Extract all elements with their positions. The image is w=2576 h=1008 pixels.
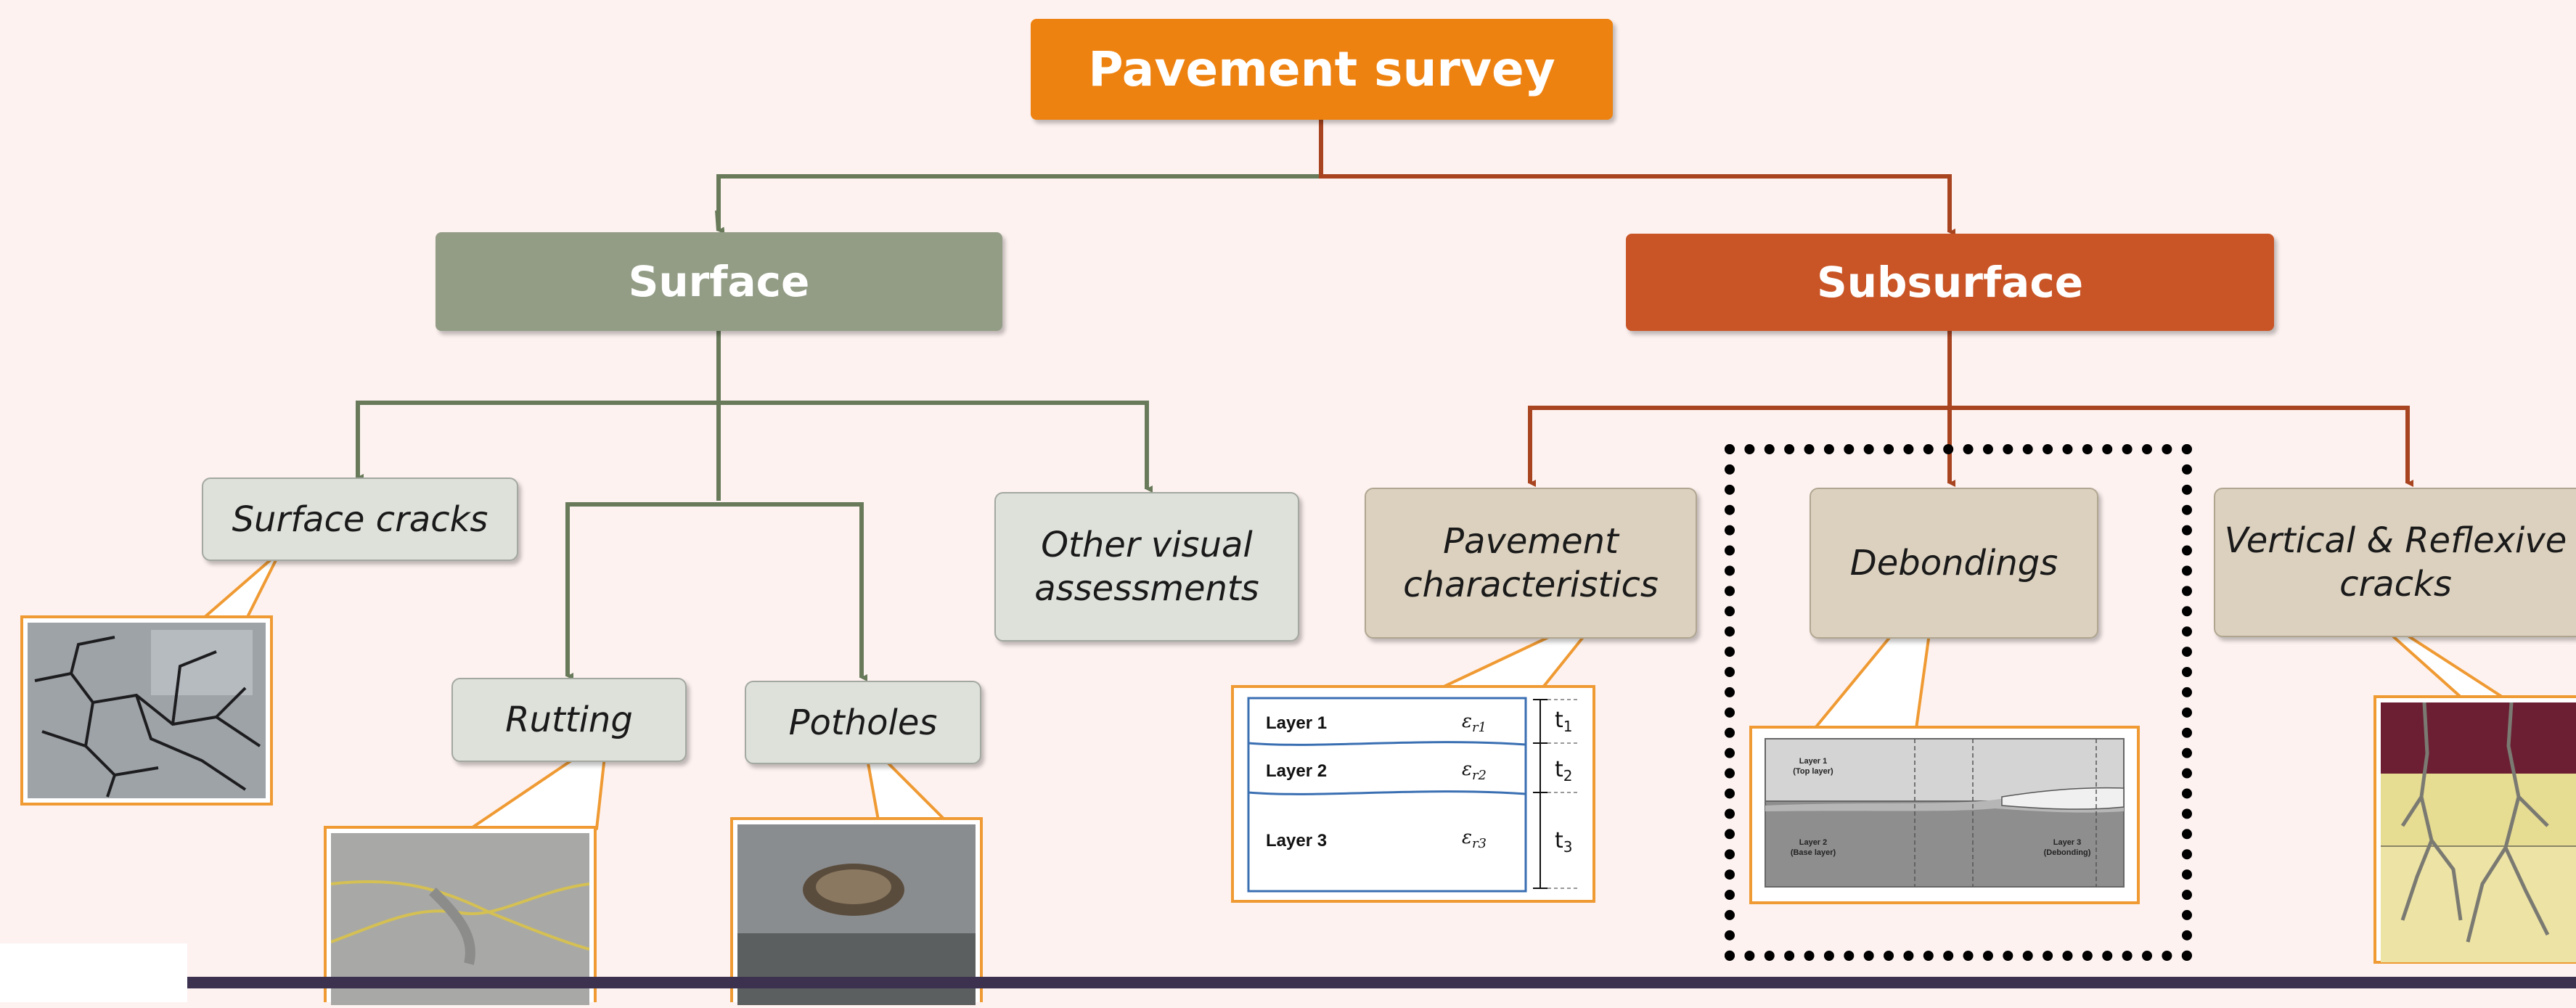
thickness-2: t (1555, 757, 1563, 782)
debond-top-label: Layer 1 (1799, 757, 1828, 766)
svg-text:t2: t2 (1555, 757, 1573, 784)
strain-3-sub: r3 (1472, 836, 1487, 851)
debond-right-sublabel: (Debonding) (2044, 848, 2091, 857)
rutting-photo (324, 826, 597, 1005)
vertical-cracks-line1: Vertical & Reflexive (2224, 520, 2567, 561)
layer-3-label: Layer 3 (1266, 831, 1327, 851)
pavement-characteristics-line1: Pavement (1443, 521, 1619, 562)
thickness-1-sub: 1 (1563, 718, 1573, 735)
debondings-node: Debondings (1810, 488, 2098, 639)
surface-node: Surface (436, 232, 1002, 331)
svg-text:εr1: εr1 (1462, 710, 1487, 735)
footer-blank-tab (0, 943, 187, 1002)
strain-2-sub: r2 (1472, 768, 1487, 783)
other-visual-assessments-node: Other visual assessments (994, 492, 1299, 642)
debond-base-sublabel: (Base layer) (1791, 848, 1836, 857)
potholes-label: Potholes (788, 702, 938, 743)
debondings-highlight-frame (1725, 444, 2192, 961)
layer-2-label: Layer 2 (1266, 761, 1327, 781)
debonding-figure: Layer 1 (Top layer) Layer 2 (Base layer)… (1749, 726, 2140, 904)
connector-root-subsurface (1319, 120, 1952, 232)
thickness-1: t (1555, 708, 1563, 733)
layers-diagram: Layer 1 Layer 2 Layer 3 εr1 εr2 εr3 t1 t… (1247, 697, 1579, 893)
debond-top-sublabel: (Top layer) (1793, 767, 1833, 776)
strain-3: ε (1462, 827, 1472, 848)
vertical-cracks-line2: cracks (2339, 564, 2452, 605)
strain-2: ε (1462, 758, 1472, 780)
surface-cracks-node: Surface cracks (202, 478, 518, 561)
potholes-photo (730, 817, 983, 1005)
vertical-cracks-diagram (2381, 702, 2576, 962)
svg-text:εr3: εr3 (1462, 827, 1487, 851)
vertical-cracks-figure (2373, 695, 2576, 964)
pavement-survey-node: Pavement survey (1031, 19, 1613, 120)
potholes-node: Potholes (745, 681, 981, 764)
pavement-characteristics-line2: characteristics (1403, 565, 1659, 605)
rutting-image (330, 833, 590, 1005)
strain-1: ε (1462, 710, 1472, 732)
cracked-asphalt-image (28, 623, 266, 798)
thickness-2-sub: 2 (1563, 767, 1573, 784)
pavement-layers-figure: Layer 1 Layer 2 Layer 3 εr1 εr2 εr3 t1 t… (1231, 685, 1595, 903)
rutting-node: Rutting (451, 678, 687, 762)
svg-text:t3: t3 (1555, 828, 1573, 856)
strain-1-sub: r1 (1472, 720, 1487, 735)
thickness-3: t (1555, 828, 1563, 853)
debond-base-label: Layer 2 (1799, 838, 1828, 847)
other-visual-line1: Other visual (1041, 525, 1253, 565)
pavement-survey-label: Pavement survey (1088, 41, 1555, 97)
debonding-diagram: Layer 1 (Top layer) Layer 2 (Base layer)… (1765, 738, 2125, 888)
layer-1-label: Layer 1 (1266, 713, 1327, 733)
pavement-characteristics-node: Pavement characteristics (1365, 488, 1697, 639)
surface-cracks-label: Surface cracks (232, 499, 488, 540)
surface-label: Surface (628, 257, 810, 306)
debondings-label: Debondings (1849, 543, 2058, 583)
pothole-image (737, 824, 976, 1005)
subsurface-node: Subsurface (1626, 234, 2274, 331)
svg-text:t1: t1 (1555, 708, 1573, 735)
subsurface-label: Subsurface (1816, 258, 2084, 307)
svg-text:εr2: εr2 (1462, 758, 1487, 783)
thickness-3-sub: 3 (1563, 838, 1573, 856)
debond-right-label: Layer 3 (2053, 838, 2082, 847)
connector-root-surface (716, 120, 1323, 231)
surface-cracks-photo (20, 615, 273, 806)
rutting-label: Rutting (505, 700, 633, 740)
other-visual-line2: assessments (1034, 568, 1259, 609)
vertical-reflexive-cracks-node: Vertical & Reflexive cracks (2214, 488, 2576, 637)
callout-pointer-cracks (202, 550, 282, 620)
footer-rule (187, 977, 2576, 988)
